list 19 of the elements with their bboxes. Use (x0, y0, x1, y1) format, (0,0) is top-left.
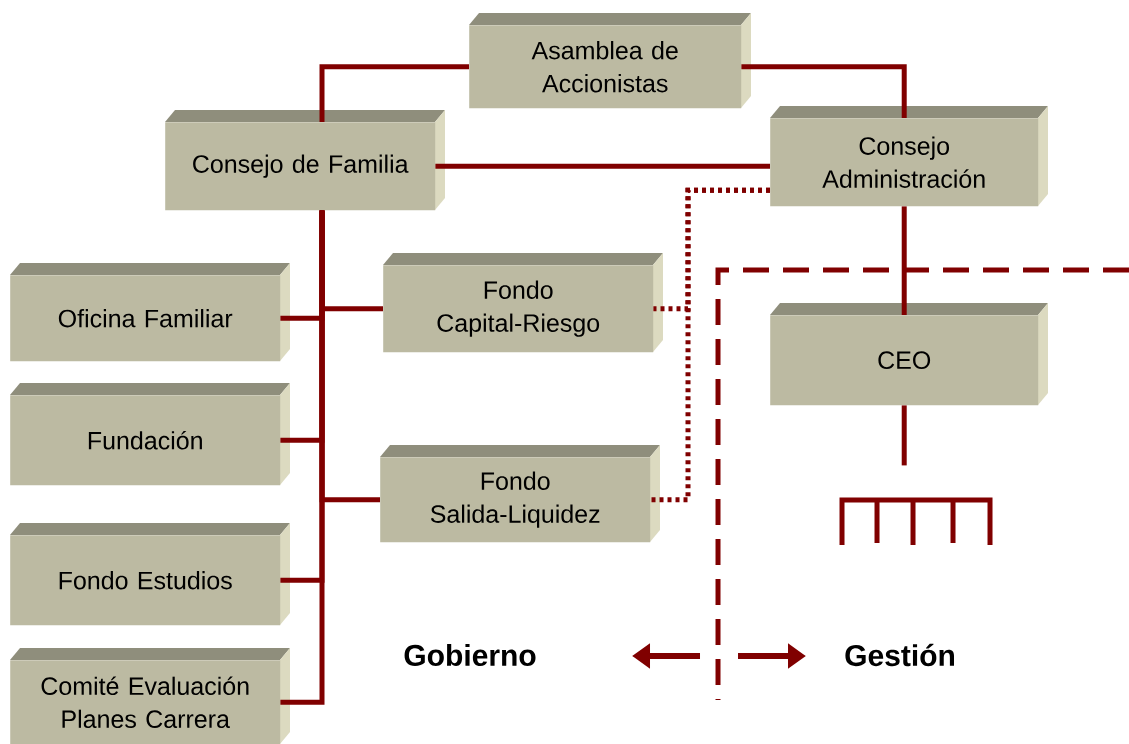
org-box: Fondo Estudios (10, 523, 290, 626)
org-box: Consejo Administración (770, 106, 1048, 207)
connector-line (280, 210, 325, 705)
connector-line (901, 206, 907, 315)
region-label: Gobierno (404, 644, 536, 667)
connector-line (435, 163, 770, 169)
org-box: Comité Evaluación Planes Carrera (10, 648, 290, 744)
org-box: Fondo Salida-Liquidez (380, 445, 660, 543)
connector-line (319, 64, 469, 122)
org-box: Fondo Capital-Riesgo (383, 253, 663, 353)
org-box: Asamblea de Accionistas (469, 13, 751, 109)
region-label: Gestión (845, 643, 954, 667)
connector-line (901, 405, 907, 466)
connector-line (741, 64, 907, 118)
org-box: Fundación (10, 383, 290, 486)
org-box: CEO (770, 303, 1048, 406)
connector-line (650, 187, 770, 503)
org-box: Consejo de Familia (165, 110, 445, 211)
org-box: Oficina Familiar (10, 263, 290, 362)
